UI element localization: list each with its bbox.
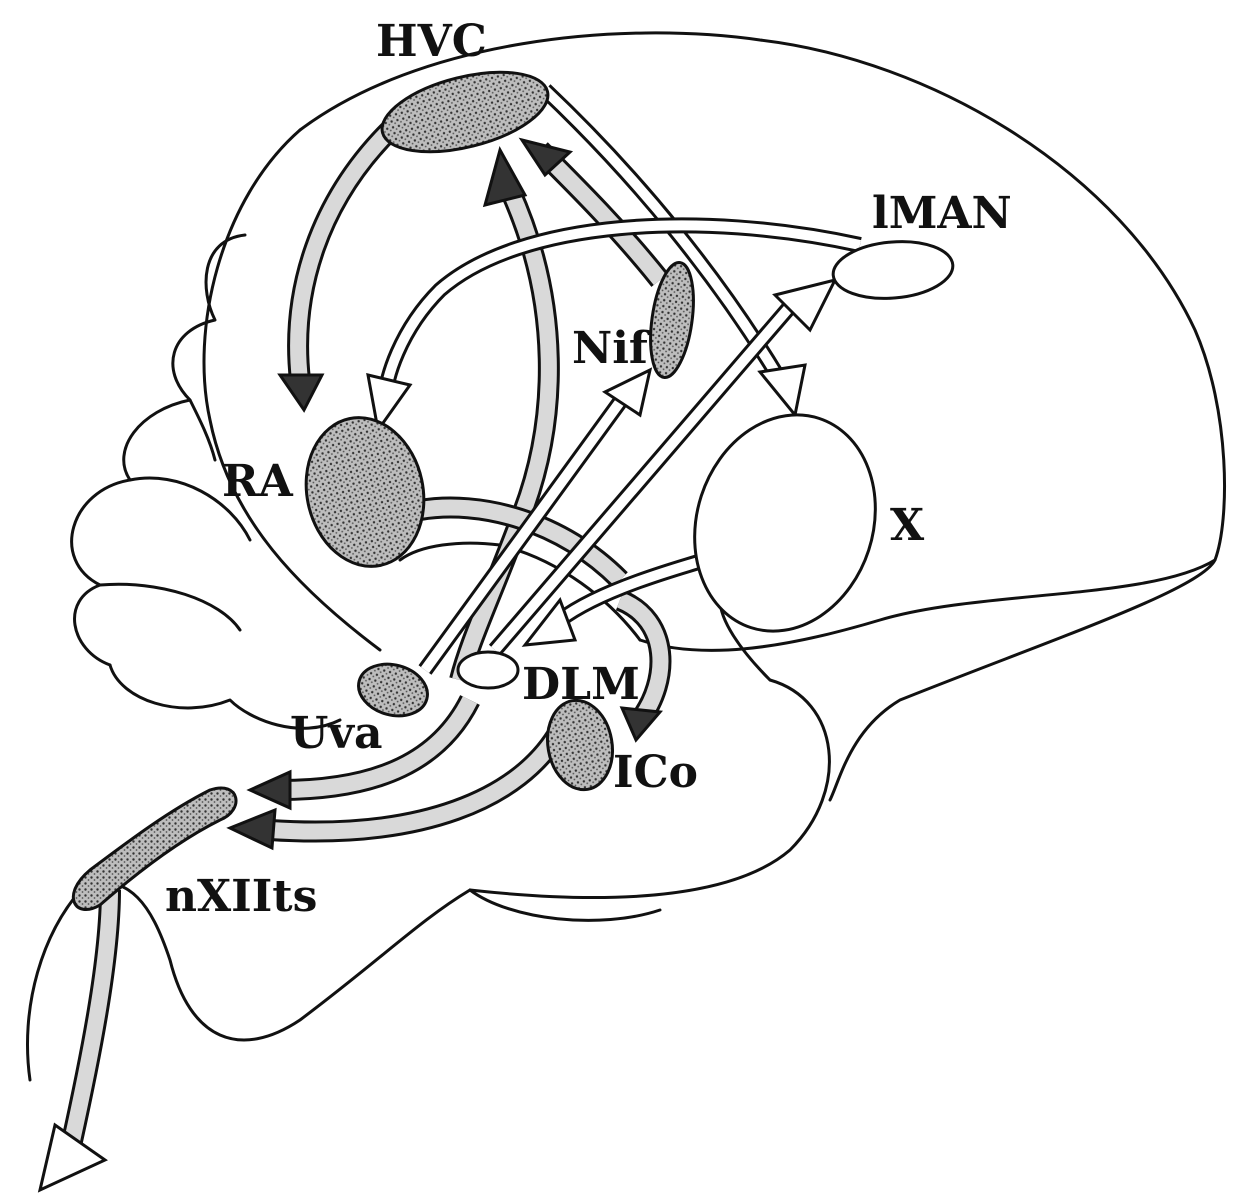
label-lman: lMAN bbox=[872, 188, 1012, 239]
arrowhead-to-ico bbox=[622, 708, 660, 740]
spinal-cord-outline bbox=[470, 890, 660, 920]
nucleus-dlm bbox=[458, 652, 518, 688]
arrowhead-to-nxiits-lower bbox=[230, 810, 275, 848]
label-ra: RA bbox=[222, 456, 294, 507]
cerebellum-fold-2 bbox=[100, 584, 240, 630]
label-uva: Uva bbox=[290, 708, 382, 759]
label-x: X bbox=[890, 500, 925, 551]
nucleus-x bbox=[667, 391, 902, 655]
label-ico: ICo bbox=[613, 747, 698, 798]
label-dlm: DLM bbox=[522, 659, 640, 710]
label-nxiits: nXIIts bbox=[165, 871, 317, 922]
arrowhead-to-nxiits-upper bbox=[250, 772, 290, 808]
brain-outline bbox=[28, 33, 1225, 1080]
label-hvc: HVC bbox=[376, 16, 487, 67]
arrowhead-hvc-x bbox=[760, 365, 805, 415]
nucleus-ico bbox=[541, 695, 620, 795]
arrowhead-to-hvc bbox=[485, 150, 525, 205]
label-nif: Nif bbox=[572, 323, 651, 374]
arrowhead-hvc-ra bbox=[280, 375, 322, 410]
